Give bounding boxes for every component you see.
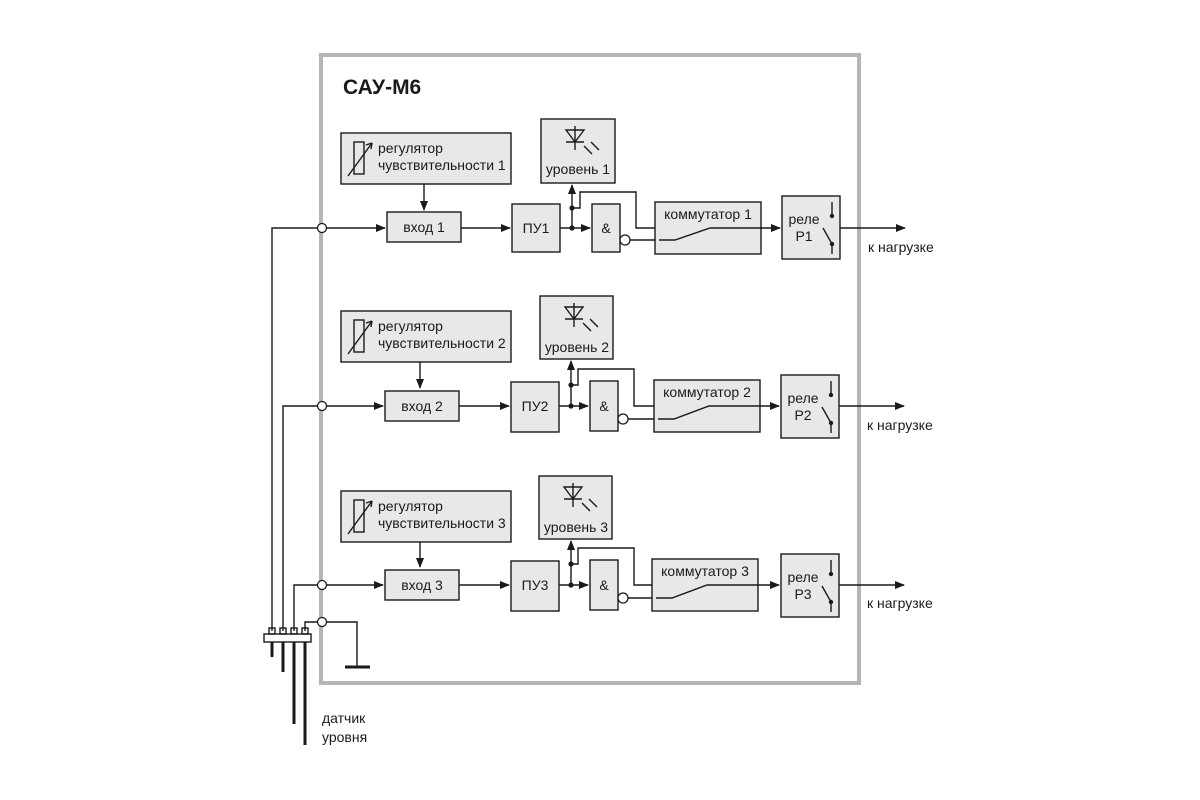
input-block [384,390,460,422]
regulator-label-line1: регулятор [378,140,443,156]
device-title: САУ-М6 [343,76,421,99]
channel-3: регулятор чувствительности 3 вход 3 ПУ3 … [340,475,933,618]
relay-label-line2: Р2 [794,407,811,423]
variable-resistor-icon [347,141,373,177]
and-gate-block [591,203,621,253]
sensor-label-line1: датчик [322,710,366,726]
and-gate-block [589,559,619,611]
regulator-block [340,490,512,543]
relay-label-line1: реле [787,390,818,406]
pu-block [511,203,561,253]
input-block [384,569,460,601]
relay-contact-icon [822,202,835,254]
relay-label-line1: реле [788,211,819,227]
relay-contact-icon [821,560,834,612]
pu-label: ПУ1 [523,220,550,236]
input-label: вход 1 [403,219,445,235]
input-label: вход 3 [401,577,443,593]
variable-resistor-icon [347,319,373,355]
and-gate-label: & [599,398,609,414]
relay-label-line2: Р3 [794,586,811,602]
level-label: уровень 3 [544,519,608,535]
load-label: к нагрузке [867,417,933,433]
channel-1: регулятор чувствительности 1 вход 1 ПУ1 … [340,118,934,260]
commutator-label: коммутатор 1 [664,206,752,222]
regulator-block [340,310,512,363]
variable-resistor-icon [347,499,373,535]
level-label: уровень 1 [546,161,610,177]
sensor-wiring: датчик уровня [263,222,386,745]
load-label: к нагрузке [868,239,934,255]
and-gate-label: & [601,220,611,236]
level-sensor-icon [263,627,312,745]
relay-contact-icon [821,381,834,433]
commutator-label: коммутатор 2 [663,384,751,400]
led-icon [564,126,600,155]
regulator-label-line2: чувствительности 2 [378,335,506,351]
relay-label-line1: реле [787,569,818,585]
relay-block [780,553,840,618]
pu-label: ПУ3 [522,577,549,593]
regulator-label-line2: чувствительности 3 [378,515,506,531]
pu-block [510,381,560,433]
regulator-label-line1: регулятор [378,498,443,514]
channel-2: регулятор чувствительности 2 вход 2 ПУ2 … [340,295,933,439]
and-gate-block [589,380,619,432]
led-icon [562,483,598,512]
relay-label-line2: Р1 [795,228,812,244]
commutator-label: коммутатор 3 [661,563,749,579]
regulator-label-line1: регулятор [378,318,443,334]
pu-label: ПУ2 [522,398,549,414]
input-label: вход 2 [401,398,443,414]
pu-block [510,560,560,612]
led-icon [563,303,599,332]
sensor-label-line2: уровня [322,729,367,745]
regulator-label-line2: чувствительности 1 [378,157,506,173]
level-label: уровень 2 [545,339,609,355]
regulator-block [340,132,512,185]
input-block [386,211,462,243]
and-gate-label: & [599,577,609,593]
ground-icon [327,621,370,669]
relay-block [781,195,841,260]
load-label: к нагрузке [867,595,933,611]
level-indicator-block [538,475,613,540]
